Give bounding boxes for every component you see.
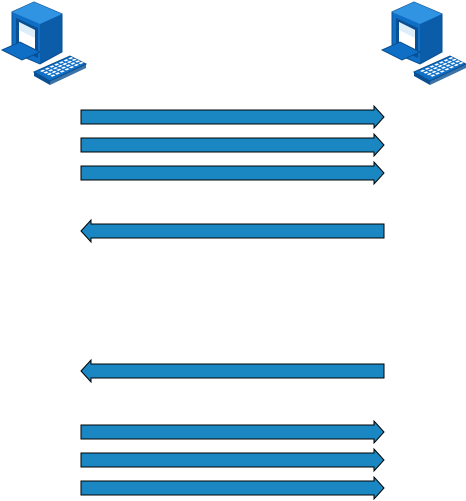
message-arrow-right bbox=[81, 134, 384, 156]
message-arrow-right bbox=[81, 449, 384, 471]
message-arrow-right bbox=[81, 106, 384, 128]
computers bbox=[2, 2, 466, 85]
desktop-computer-icon bbox=[2, 2, 86, 85]
message-arrows bbox=[81, 106, 384, 499]
message-arrow-left bbox=[81, 220, 384, 242]
desktop-computer-icon bbox=[382, 2, 466, 85]
left-computer bbox=[2, 2, 86, 85]
message-arrow-right bbox=[81, 421, 384, 443]
message-arrow-right bbox=[81, 162, 384, 184]
message-arrow-left bbox=[81, 360, 384, 382]
right-computer bbox=[382, 2, 466, 85]
message-arrow-right bbox=[81, 477, 384, 499]
